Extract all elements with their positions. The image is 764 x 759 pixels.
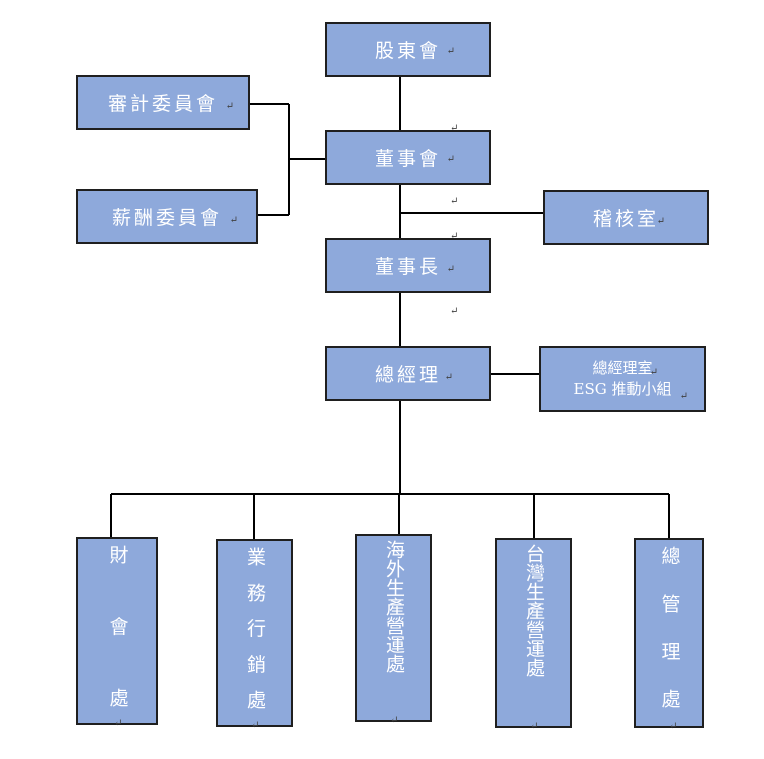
- return-mark: ↵: [649, 367, 658, 378]
- return-mark: ↵: [114, 718, 123, 729]
- shareholders-box: 股東會 ↵: [325, 22, 491, 77]
- general-manager-box: 總經理↵: [325, 346, 491, 401]
- return-mark: ↵: [530, 721, 539, 732]
- return-mark: ↵: [450, 306, 459, 317]
- return-mark: ↵: [446, 264, 455, 275]
- compensation-committee-label: 薪酬委員會: [111, 207, 222, 229]
- taiwan-operations-box: 台灣生產營運處 ↵: [495, 538, 572, 732]
- return-mark: ↵: [679, 391, 688, 402]
- return-mark: ↵: [390, 715, 399, 726]
- return-mark: ↵: [446, 46, 455, 57]
- return-mark: ↵: [450, 123, 459, 134]
- general-admin-box: 總管理處 ↵: [634, 538, 704, 732]
- sales-marketing-box: 業務行銷處 ↵: [216, 539, 293, 731]
- general-manager-label: 總經理: [374, 364, 441, 386]
- gm-office-box: 總經理室 ESG 推動小組 ↵ ↵: [539, 346, 706, 412]
- gm-office-label: 總經理室: [592, 359, 653, 377]
- return-mark: ↵: [669, 721, 678, 732]
- sales-marketing-label: 業務行銷處: [244, 547, 266, 709]
- return-mark: ↵: [251, 720, 260, 731]
- general-admin-label: 總管理處: [658, 546, 681, 708]
- shareholders-label: 股東會: [374, 40, 441, 62]
- return-mark: ↵: [446, 154, 455, 165]
- audit-committee-label: 審計委員會: [107, 93, 218, 115]
- board-box: 董事會 ↵: [325, 130, 491, 185]
- overseas-operations-box: 海外生產營運處 ↵: [355, 534, 432, 726]
- return-mark: ↵: [656, 216, 665, 227]
- chairman-box: 董事長 ↵: [325, 238, 491, 293]
- overseas-operations-label: 海外生產營運處: [383, 540, 405, 673]
- internal-audit-label: 稽核室: [592, 208, 659, 230]
- finance-department-label: 財會處: [106, 545, 129, 707]
- return-mark: ↵: [450, 231, 459, 242]
- finance-department-box: 財會處 ↵: [76, 537, 158, 729]
- taiwan-operations-label: 台灣生產營運處: [523, 544, 545, 677]
- return-mark: ↵: [444, 372, 453, 383]
- esg-team-label: ESG 推動小組: [573, 380, 672, 398]
- chairman-label: 董事長: [374, 256, 441, 278]
- return-mark: ↵: [225, 101, 234, 112]
- board-label: 董事會: [374, 148, 441, 170]
- return-mark: ↵: [229, 215, 238, 226]
- audit-committee-box: 審計委員會 ↵: [76, 75, 250, 130]
- internal-audit-box: 稽核室↵: [543, 190, 709, 245]
- compensation-committee-box: 薪酬委員會 ↵: [76, 189, 258, 244]
- return-mark: ↵: [450, 196, 459, 207]
